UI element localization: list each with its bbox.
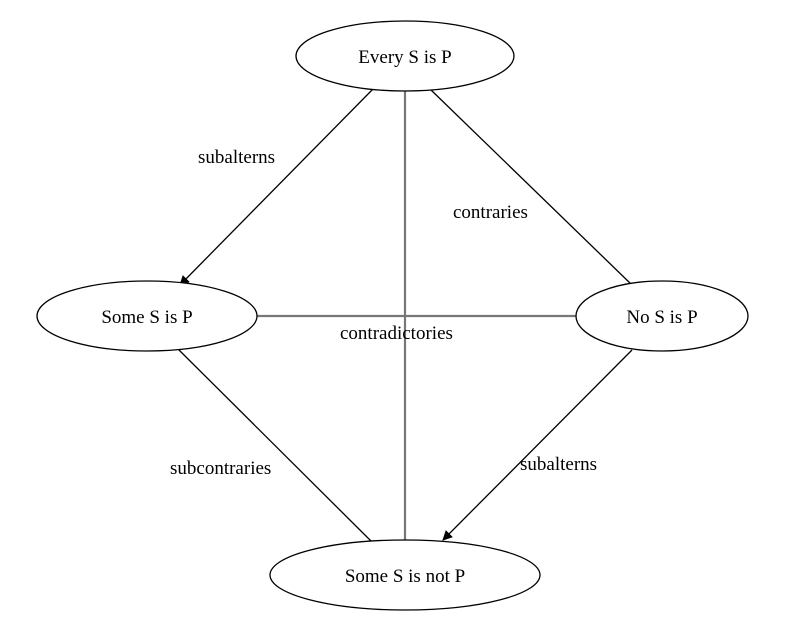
edge-a-i bbox=[179, 88, 374, 286]
node-no-s-is-p: No S is P bbox=[575, 280, 749, 352]
label-i-e: contradictories bbox=[340, 323, 453, 344]
node-some-s-is-not-p: Some S is not P bbox=[269, 539, 541, 611]
edge-e-o bbox=[442, 349, 633, 541]
node-some-s-is-p: Some S is P bbox=[36, 280, 258, 352]
label-i-o: subcontraries bbox=[170, 458, 271, 479]
label-a-i: subalterns bbox=[198, 147, 275, 168]
edge-a-e bbox=[429, 88, 633, 286]
node-label: Every S is P bbox=[358, 47, 451, 68]
label-a-e: contraries bbox=[453, 202, 528, 223]
node-label: Some S is not P bbox=[345, 566, 465, 587]
node-label: No S is P bbox=[626, 307, 697, 328]
node-label: Some S is P bbox=[101, 307, 192, 328]
node-every-s-is-p: Every S is P bbox=[295, 20, 515, 92]
edge-i-o bbox=[176, 347, 374, 544]
label-e-o: subalterns bbox=[520, 454, 597, 475]
